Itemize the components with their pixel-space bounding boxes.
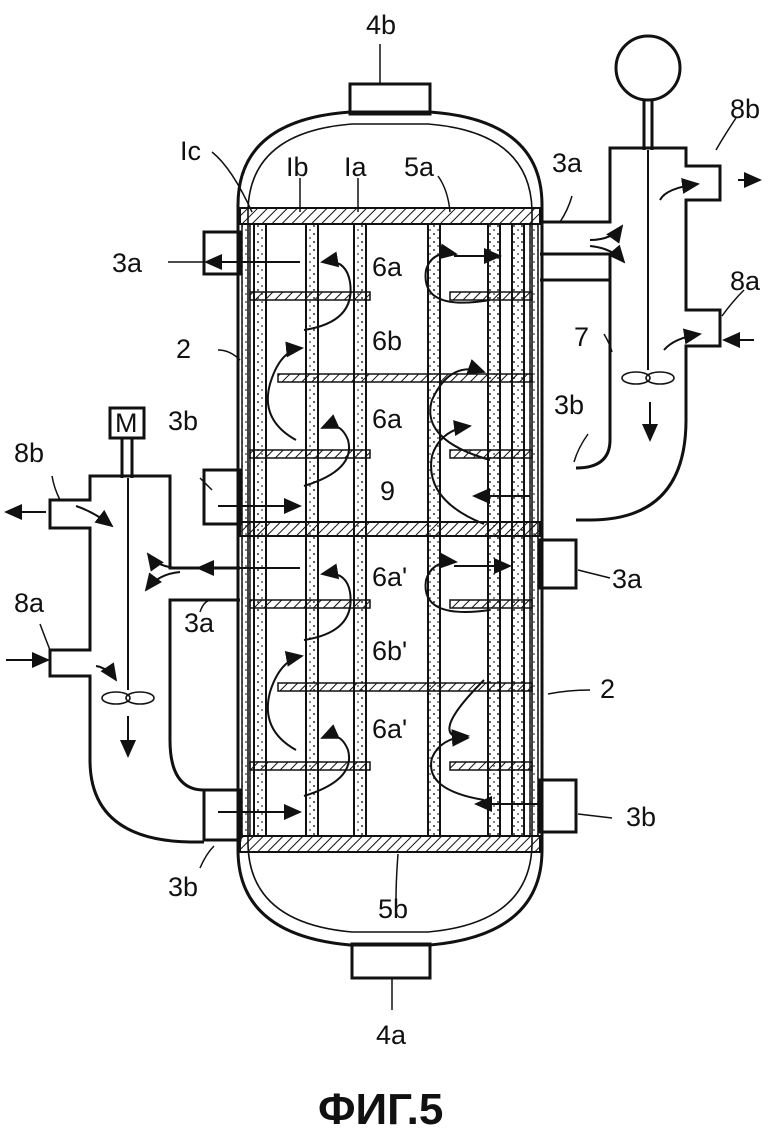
label-6b-2: 6b' — [372, 636, 407, 666]
label-3b-right-upper: 3b — [554, 390, 584, 420]
label-6a-4: 6a' — [372, 714, 407, 744]
side-nozzles — [202, 230, 578, 842]
label-9: 9 — [380, 476, 395, 506]
figure-caption: ФИГ.5 — [318, 1085, 443, 1134]
label-3a-right-mid: 3a — [612, 564, 643, 594]
label-3a-left-pipe: 3a — [184, 608, 215, 638]
tube-sheet-5b — [239, 835, 541, 853]
label-3a-left-upper: 3a — [112, 248, 143, 278]
label-3a-top-right: 3a — [552, 148, 583, 178]
label-6b-1: 6b — [372, 326, 402, 356]
right-loop — [540, 34, 722, 522]
tube-sheet-5a — [239, 207, 541, 225]
label-8a-right: 8a — [730, 266, 761, 296]
label-4b: 4b — [366, 10, 396, 40]
baffles — [239, 291, 541, 771]
label-8b-left: 8b — [14, 438, 44, 468]
vessel-shell — [236, 110, 544, 947]
nozzle-top-4b — [348, 82, 432, 116]
label-1c: Ic — [180, 136, 201, 166]
flow-arrows — [4, 172, 762, 820]
motor-label: M — [115, 408, 138, 438]
label-5b: 5b — [378, 894, 408, 924]
nozzle-bottom-4a — [350, 942, 432, 980]
label-6a-1: 6a — [372, 252, 403, 282]
label-7: 7 — [574, 322, 589, 352]
label-6a-2: 6a — [372, 404, 403, 434]
label-3b-left-lower: 3b — [168, 872, 198, 902]
label-2-right: 2 — [600, 674, 615, 704]
label-2-left: 2 — [176, 334, 191, 364]
label-4a: 4a — [376, 1020, 407, 1050]
label-6a-3: 6a' — [372, 562, 407, 592]
label-1b: Ib — [286, 152, 309, 182]
label-8a-left: 8a — [14, 588, 45, 618]
label-5a: 5a — [404, 152, 435, 182]
left-loop — [48, 406, 240, 844]
label-8b-right: 8b — [730, 94, 760, 124]
label-3b-left-upper: 3b — [168, 406, 198, 436]
leader-lines — [39, 44, 745, 1010]
label-1a: Ia — [344, 152, 368, 182]
label-3b-right-lower: 3b — [626, 802, 656, 832]
